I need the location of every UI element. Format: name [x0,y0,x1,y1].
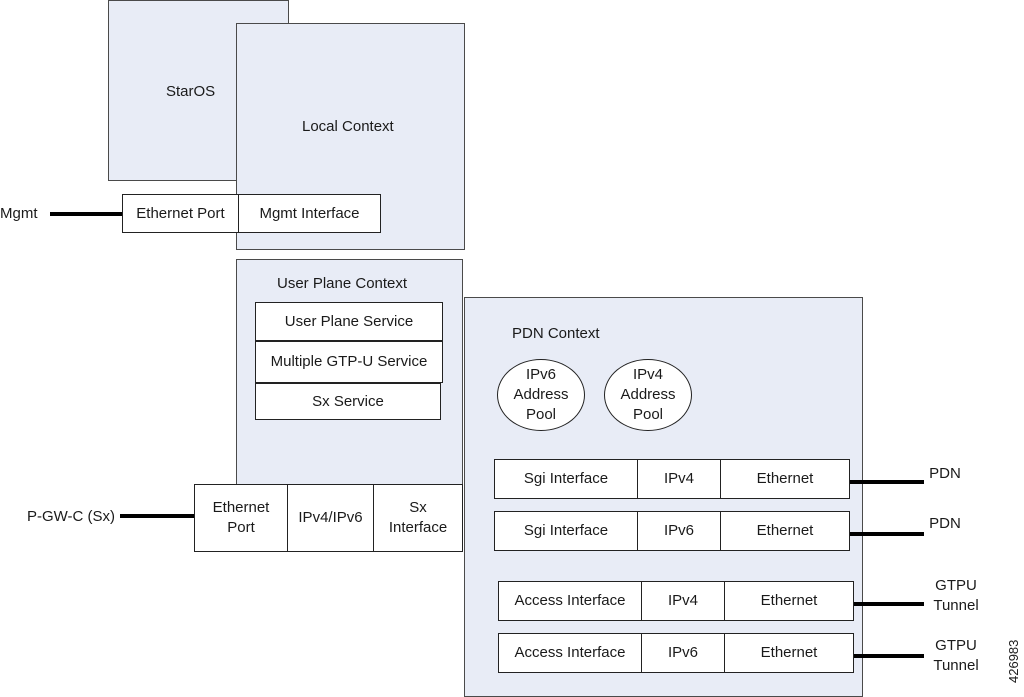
sgi-interface-cell: Sgi Interface [523,522,609,539]
pdn-link-line-2 [848,532,924,536]
gtpu-tunnel-label-1: GTPU Tunnel [933,577,979,614]
pgw-label: P-GW-C (Sx) [27,508,116,525]
sx-ethernet-port-cell: Ethernet Port [212,499,270,536]
gtpu-link-line-1 [852,602,924,606]
pdn-link-line-1 [848,480,924,484]
ipv6-cell: IPv6 [637,512,720,550]
figure-id: 426983 [1006,639,1021,683]
pdn-label-1: PDN [929,465,961,482]
gtpu-tunnel-label-2: GTPU Tunnel [933,637,979,674]
pdn-label-2: PDN [929,515,961,532]
mgmt-interface-cell: Mgmt Interface [238,195,380,232]
ethernet-cell: Ethernet [720,460,849,498]
pgw-link-line [120,514,196,518]
sgi-interface-cell: Sgi Interface [523,470,609,487]
ipv6-address-pool: IPv6 Address Pool [497,359,585,431]
sx-ipv4-ipv6-cell: IPv4/IPv6 [287,485,373,551]
sx-interface-cell: Sx Interface [373,485,462,551]
sgi-ipv4-row: Sgi Interface IPv4 Ethernet [494,459,850,499]
mgmt-label: Mgmt [0,205,38,222]
mgmt-port-row: Ethernet Port Mgmt Interface [122,194,381,233]
user-plane-service-box: User Plane Service [255,302,443,341]
pdn-context-label: PDN Context [512,325,600,342]
ethernet-cell: Ethernet [724,634,853,672]
ipv6-cell: IPv6 [641,634,724,672]
gtpu-link-line-2 [852,654,924,658]
ipv4-cell: IPv4 [641,582,724,620]
access-ipv4-row: Access Interface IPv4 Ethernet [498,581,854,621]
access-ipv6-row: Access Interface IPv6 Ethernet [498,633,854,673]
ethernet-port-cell: Ethernet Port [136,204,225,222]
local-context-label: Local Context [302,118,394,135]
sx-service-label: Sx Service [312,392,384,410]
gtpu-service-label: Multiple GTP-U Service [270,353,428,370]
access-interface-cell: Access Interface [514,592,626,609]
ethernet-cell: Ethernet [724,582,853,620]
access-interface-cell: Access Interface [514,644,626,661]
user-plane-service-label: User Plane Service [284,312,414,330]
sx-service-box: Sx Service [255,383,441,420]
staros-label: StarOS [166,83,216,100]
sgi-ipv6-row: Sgi Interface IPv6 Ethernet [494,511,850,551]
mgmt-link-line [50,212,124,216]
ipv4-address-pool: IPv4 Address Pool [604,359,692,431]
gtpu-service-box: Multiple GTP-U Service [255,341,443,383]
user-plane-context-label: User Plane Context [277,275,408,292]
sx-port-row: Ethernet Port IPv4/IPv6 Sx Interface [194,484,463,552]
ethernet-cell: Ethernet [720,512,849,550]
ipv4-cell: IPv4 [637,460,720,498]
